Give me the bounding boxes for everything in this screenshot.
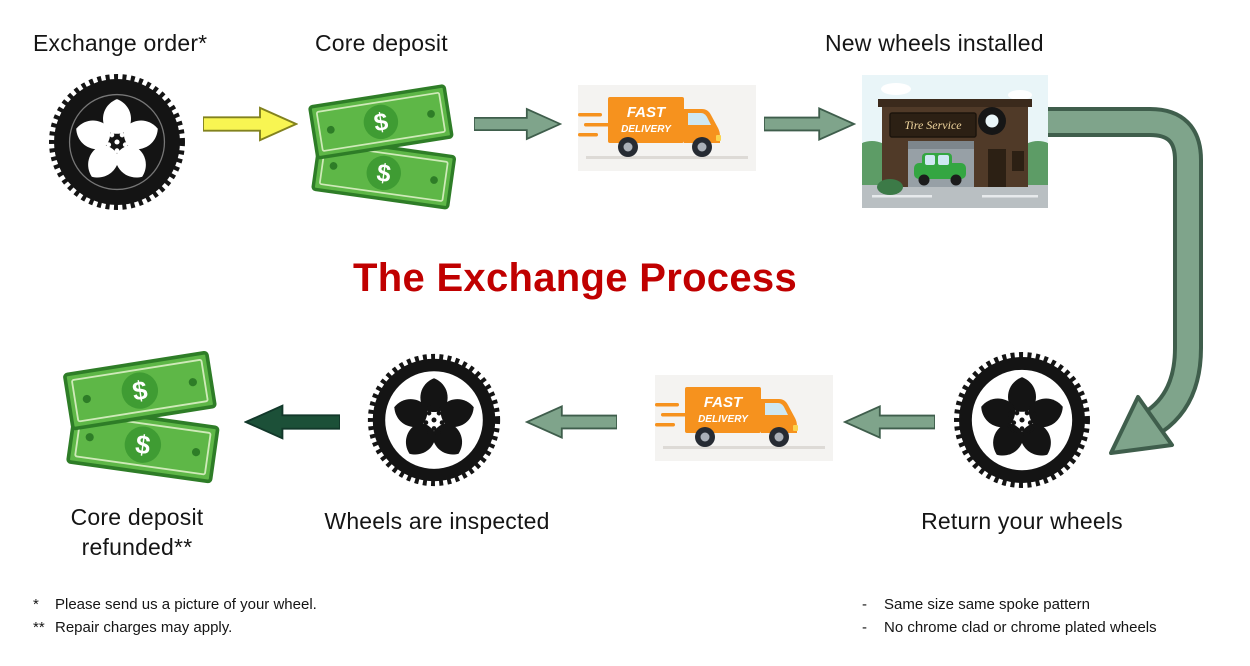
arrow-left-icon <box>843 404 935 440</box>
diagram-title: The Exchange Process <box>353 256 797 300</box>
arrow-left-icon <box>525 404 617 440</box>
footnote-marker: - <box>862 619 867 636</box>
curved-arrow-down-icon <box>1048 107 1203 455</box>
fast-delivery-truck-icon: FAST DELIVERY <box>655 375 833 461</box>
footnote-repair-charges: ** Repair charges may apply. <box>33 619 232 636</box>
truck-text-fast: FAST <box>627 104 667 121</box>
footnote-same-size: -Same size same spoke pattern <box>862 596 1090 613</box>
label-return-your-wheels: Return your wheels <box>921 508 1123 534</box>
white-wheel-icon <box>367 353 501 487</box>
footnote-marker: * <box>33 596 39 613</box>
dollar-sign: $ <box>130 375 150 407</box>
white-wheel-icon <box>954 352 1090 488</box>
footnote-text: No chrome clad or chrome plated wheels <box>884 619 1157 636</box>
dollar-bill-back: $ <box>66 406 220 484</box>
money-icon-core-deposit: $ $ <box>308 84 457 210</box>
label-new-wheels-installed: New wheels installed <box>825 30 1044 56</box>
footnote-marker: - <box>862 596 867 613</box>
arrow-left-dark-icon <box>244 404 340 440</box>
footnote-no-chrome: -No chrome clad or chrome plated wheels <box>862 619 1157 636</box>
label-core-deposit: Core deposit <box>315 30 448 56</box>
dollar-bill-front: $ <box>308 84 454 160</box>
footnote-text: Please send us a picture of your wheel. <box>55 596 317 613</box>
dollar-bill-front: $ <box>63 350 217 431</box>
truck-text-delivery: DELIVERY <box>621 124 672 135</box>
footnote-marker: ** <box>33 619 45 636</box>
footnote-text: Repair charges may apply. <box>55 619 233 636</box>
black-wheel-icon <box>49 74 185 210</box>
dollar-sign: $ <box>375 159 393 189</box>
arrow-right-icon <box>764 106 856 142</box>
label-wheels-inspected: Wheels are inspected <box>324 508 550 534</box>
fast-delivery-truck-icon: FAST DELIVERY <box>578 85 756 171</box>
truck-text-fast: FAST <box>704 394 744 411</box>
label-exchange-order: Exchange order* <box>33 30 208 56</box>
footnote-text: Same size same spoke pattern <box>884 596 1090 613</box>
dollar-sign: $ <box>134 429 153 461</box>
tire-shop-icon: Tire Service <box>862 75 1048 208</box>
truck-text-delivery: DELIVERY <box>698 414 749 425</box>
dollar-sign: $ <box>372 108 390 138</box>
footnote-wheel-picture: * Please send us a picture of your wheel. <box>33 596 317 613</box>
shop-sign-text: Tire Service <box>904 118 962 132</box>
money-icon-refund: $ $ <box>63 350 220 484</box>
arrow-right-yellow-icon <box>203 106 298 142</box>
arrow-right-icon <box>474 107 562 141</box>
label-core-deposit-refunded: Core deposit refunded** <box>70 504 204 560</box>
